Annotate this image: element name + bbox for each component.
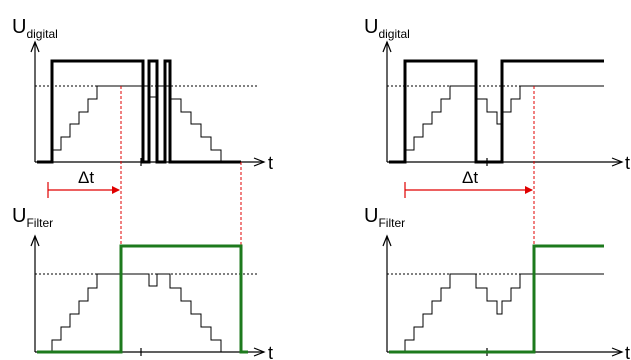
right-delta-t-label: Δt [462, 168, 478, 187]
right-u-digital-label: Udigital [364, 16, 410, 41]
left-bottom-y-axis-arrow-icon [30, 234, 40, 247]
right-top-x-axis-arrow-icon [611, 157, 624, 167]
left-bottom-time-label: t [268, 343, 273, 360]
left-panel: Udigital t Δt UFilter [12, 16, 273, 360]
right-u-filter-label: UFilter [364, 205, 405, 230]
right-digital-signal [389, 59, 604, 164]
right-bottom-y-axis-arrow-icon [382, 234, 392, 247]
right-delay-marker: Δt [404, 86, 535, 246]
left-top-x-axis-arrow-icon [253, 157, 266, 167]
right-bottom-staircase [404, 273, 534, 352]
right-top-y-axis-arrow-icon [382, 40, 392, 53]
right-digital-plot: Udigital t [364, 16, 630, 173]
left-top-time-label: t [268, 153, 273, 173]
left-filter-output [37, 244, 248, 354]
right-filter-output [389, 244, 604, 354]
left-bottom-staircase [51, 273, 222, 352]
left-top-staircase [51, 85, 222, 162]
left-delay-marker: Δt [47, 86, 242, 246]
left-top-y-axis-arrow-icon [30, 40, 40, 53]
right-top-time-label: t [625, 153, 630, 173]
left-digital-plot: Udigital t [12, 16, 273, 173]
right-top-staircase [404, 85, 534, 162]
left-filter-plot: UFilter t [12, 205, 273, 360]
right-filter-plot: UFilter t [364, 205, 630, 360]
left-bottom-x-axis-arrow-icon [253, 347, 266, 357]
right-bottom-x-axis-arrow-icon [611, 347, 624, 357]
right-bottom-time-label: t [625, 343, 630, 360]
left-digital-signal [37, 59, 241, 164]
left-u-digital-label: Udigital [12, 16, 58, 41]
left-u-filter-label: UFilter [12, 205, 53, 230]
right-panel: Udigital t Δt UFilter [364, 16, 630, 360]
left-delta-t-label: Δt [78, 168, 94, 187]
